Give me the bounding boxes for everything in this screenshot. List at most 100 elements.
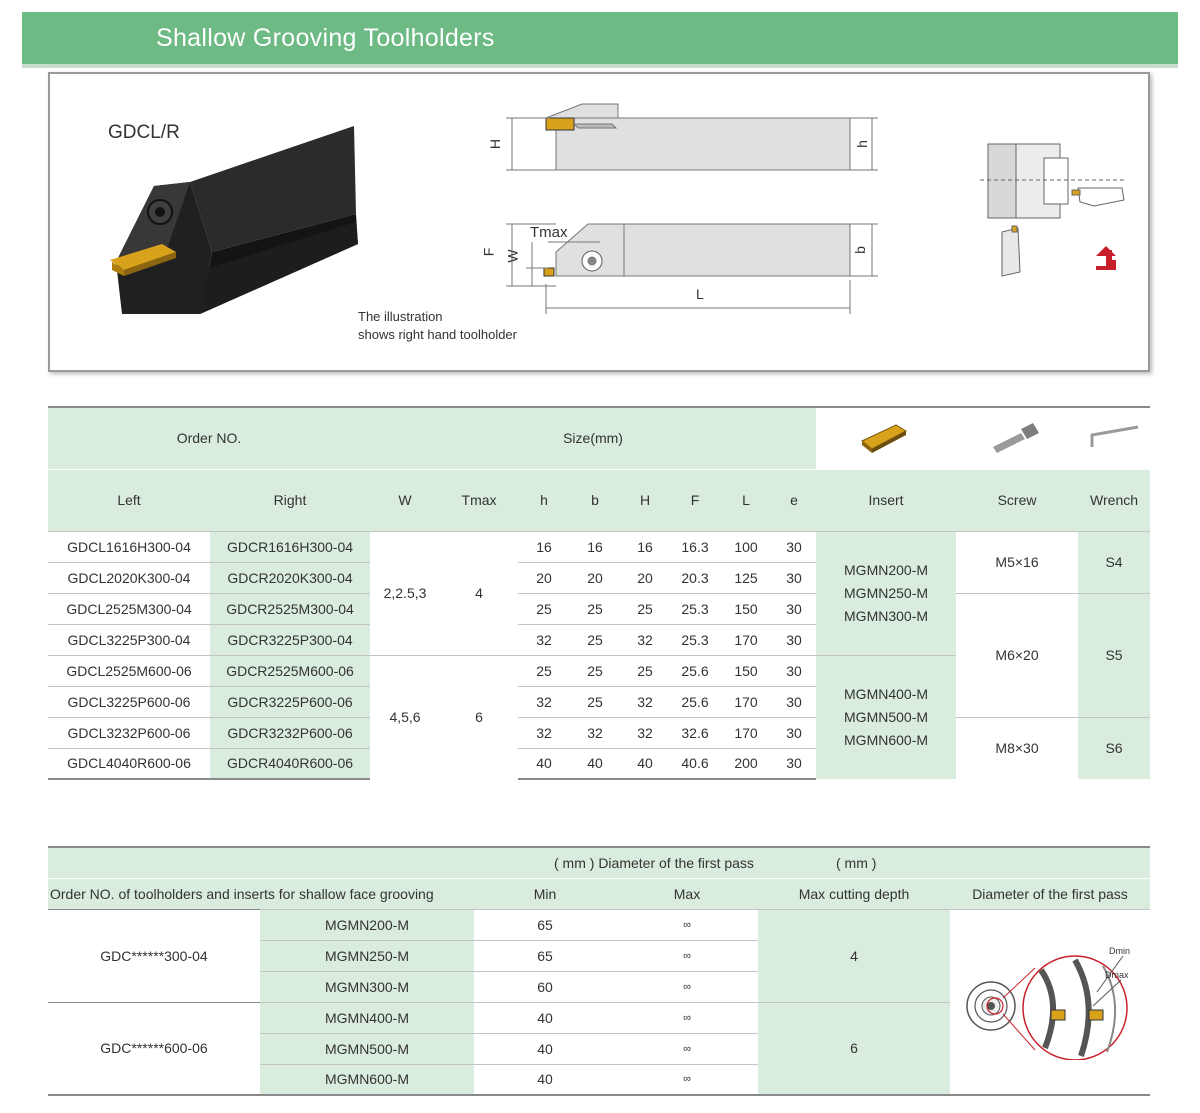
first-pass-header: ( mm ) Diameter of the first pass — [554, 854, 754, 871]
min-cell: 40 — [474, 1032, 616, 1064]
F-col-header: F — [670, 468, 721, 531]
right-code: GDCR3225P600-06 — [210, 685, 371, 717]
b-cell: 20 — [570, 561, 621, 593]
b-cell: 25 — [570, 685, 621, 717]
insert-item: MGMN300-M — [844, 607, 929, 624]
h-cell: 20 — [518, 561, 571, 593]
chuck-schematic-icon — [980, 143, 1125, 277]
screw-group-3: M8×30 — [956, 716, 1079, 779]
h-cell: 40 — [518, 747, 571, 780]
e-col-header: e — [772, 468, 817, 531]
max-cell: ∞ — [616, 1001, 758, 1033]
F-cell: 20.3 — [670, 561, 721, 593]
max-cell: ∞ — [616, 939, 758, 971]
screw-col-header: Screw — [956, 468, 1079, 531]
F-cell: 25.6 — [670, 685, 721, 717]
table-row: MGMN500-M 40 ∞ — [48, 1032, 1150, 1064]
b-cell: 25 — [570, 654, 621, 686]
dim-h-label: h — [853, 140, 870, 148]
H-cell: 20 — [620, 561, 671, 593]
note-line-2: shows right hand toolholder — [358, 327, 517, 342]
F-cell: 32.6 — [670, 716, 721, 748]
dmin-label: Dmin — [1109, 946, 1130, 956]
max-cell: ∞ — [616, 908, 758, 940]
right-code: GDCR3232P600-06 — [210, 716, 371, 748]
tmax-group-2: 6 — [440, 654, 519, 779]
b-cell: 16 — [570, 530, 621, 562]
table-row: GDCL2020K300-04 GDCR2020K300-04 20 20 20… — [48, 561, 1150, 593]
b-cell: 25 — [570, 592, 621, 624]
insert-cell: MGMN600-M — [260, 1063, 474, 1095]
L-cell: 125 — [720, 561, 773, 593]
insert-group-1: MGMN200-M MGMN250-M MGMN300-M — [816, 530, 957, 655]
left-code: GDCL2525M300-04 — [48, 592, 210, 624]
H-cell: 40 — [620, 747, 671, 780]
insert-item: MGMN200-M — [844, 561, 929, 578]
F-cell: 16.3 — [670, 530, 721, 562]
L-cell: 100 — [720, 530, 773, 562]
L-cell: 150 — [720, 654, 773, 686]
w-group-2: 4,5,6 — [370, 654, 441, 779]
wrench-group-1: S4 — [1078, 530, 1151, 593]
toolholder-render-icon — [110, 126, 358, 314]
right-code: GDCR1616H300-04 — [210, 530, 371, 562]
dim-H-label: H — [487, 138, 504, 150]
e-cell: 30 — [772, 530, 817, 562]
L-cell: 170 — [720, 685, 773, 717]
blank-header — [48, 847, 474, 878]
h-cell: 32 — [518, 685, 571, 717]
tmax-group-1: 4 — [440, 530, 519, 655]
order-no-header: Order NO. — [48, 406, 371, 469]
left-code: GDCL3225P600-06 — [48, 685, 210, 717]
H-cell: 25 — [620, 654, 671, 686]
e-cell: 30 — [772, 747, 817, 780]
screw-icon — [956, 406, 1079, 469]
max-header: Max — [673, 885, 701, 902]
groove-diagram-icon: Dmin Dmax — [966, 946, 1130, 1061]
table-row: GDCL2525M300-04 GDCR2525M300-04 25 25 25… — [48, 592, 1151, 717]
left-code: GDCL3225P300-04 — [48, 623, 210, 655]
depth-group-2: 6 — [758, 1001, 950, 1095]
min-cell: 40 — [474, 1063, 616, 1095]
table-row: GDCL4040R600-06 GDCR4040R600-06 40 40 40… — [48, 747, 1150, 780]
h-col-header: h — [518, 468, 571, 531]
b-cell: 32 — [570, 716, 621, 748]
illustration-note: The illustration shows right hand toolho… — [358, 308, 517, 344]
F-cell: 25.3 — [670, 592, 721, 624]
H-cell: 32 — [620, 623, 671, 655]
h-cell: 25 — [518, 592, 571, 624]
e-cell: 30 — [772, 561, 817, 593]
size-header: Size(mm) — [370, 406, 817, 469]
h-cell: 32 — [518, 623, 571, 655]
w-col-header: W — [370, 468, 441, 531]
table-row: GDC******300-04 MGMN200-M 65 ∞ 4 — [48, 908, 1150, 1095]
page-title: Shallow Grooving Toolholders — [22, 12, 1178, 64]
left-code: GDCL2020K300-04 — [48, 561, 210, 593]
wrench-group-3: S6 — [1078, 716, 1151, 779]
mm-unit: ( mm ) — [836, 854, 877, 871]
insert-item: MGMN600-M — [844, 731, 929, 748]
insert-item: MGMN250-M — [844, 584, 929, 601]
wrench-icon — [1078, 406, 1151, 469]
first-pass-diameter-table: ( mm ) Diameter of the first pass ( mm )… — [48, 846, 1150, 1096]
model-label: GDCL/R — [108, 122, 180, 143]
right-code: GDCR2525M300-04 — [210, 592, 371, 624]
insert-cell: MGMN500-M — [260, 1032, 474, 1064]
insert-item: MGMN500-M — [844, 708, 929, 725]
dmax-label: Dmax — [1105, 970, 1129, 980]
table-row: GDCL3232P600-06 GDCR3232P600-06 32 32 32… — [48, 716, 1151, 779]
wrench-group-2: S5 — [1078, 592, 1151, 717]
H-cell: 32 — [620, 716, 671, 748]
right-code: GDCR3225P300-04 — [210, 623, 371, 655]
insert-cell: MGMN250-M — [260, 939, 474, 971]
F-cell: 40.6 — [670, 747, 721, 780]
illustration-panel: GDCL/R The illustration shows right hand… — [48, 72, 1150, 372]
min-cell: 60 — [474, 970, 616, 1002]
dim-W-label: W — [504, 249, 521, 263]
first-pass-diagram: Dmin Dmax — [950, 908, 1150, 1095]
table-row: GDCL1616H300-04 GDCR1616H300-04 2,2.5,3 … — [48, 530, 1151, 655]
F-cell: 25.6 — [670, 654, 721, 686]
w-group-1: 2,2.5,3 — [370, 530, 441, 655]
h-cell: 25 — [518, 654, 571, 686]
insert-cell: MGMN200-M — [260, 908, 474, 940]
